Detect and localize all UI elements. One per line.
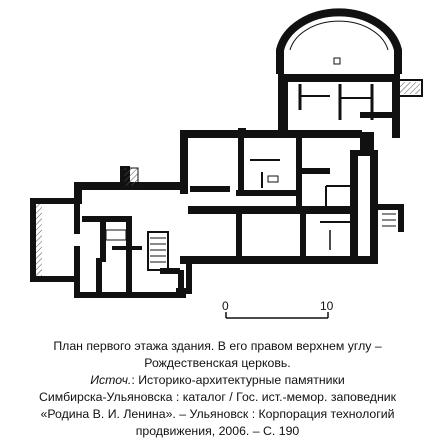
caption-line: «Родина В. И. Ленина». – Ульяновск : Кор… [40,407,395,421]
main-building [176,128,404,294]
scale-label-end: 10 [320,299,334,313]
source-label: Источ. [90,373,132,387]
left-wing [30,166,186,298]
caption-source-line: Источ.: Историко-архитектурные памятники [0,372,435,389]
scale-bar: 0 10 [222,299,334,319]
church-apse [276,8,402,138]
figure-caption: План первого этажа здания. В его правом … [0,338,435,440]
caption-line: продвижения, 2006. – С. 190 [135,424,300,438]
caption-line: Симбирска-Ульяновска : каталог / Гос. ис… [39,390,396,404]
scale-label-start: 0 [222,299,229,313]
source-text: : Историко-архитектурные памятники [131,373,345,387]
caption-line: Рождественская церковь. [144,356,291,370]
church-porch [397,79,423,97]
caption-line: План первого этажа здания. В его правом … [53,339,382,353]
altar-mark [333,57,341,65]
floor-plan-drawing: 0 10 [30,8,423,319]
